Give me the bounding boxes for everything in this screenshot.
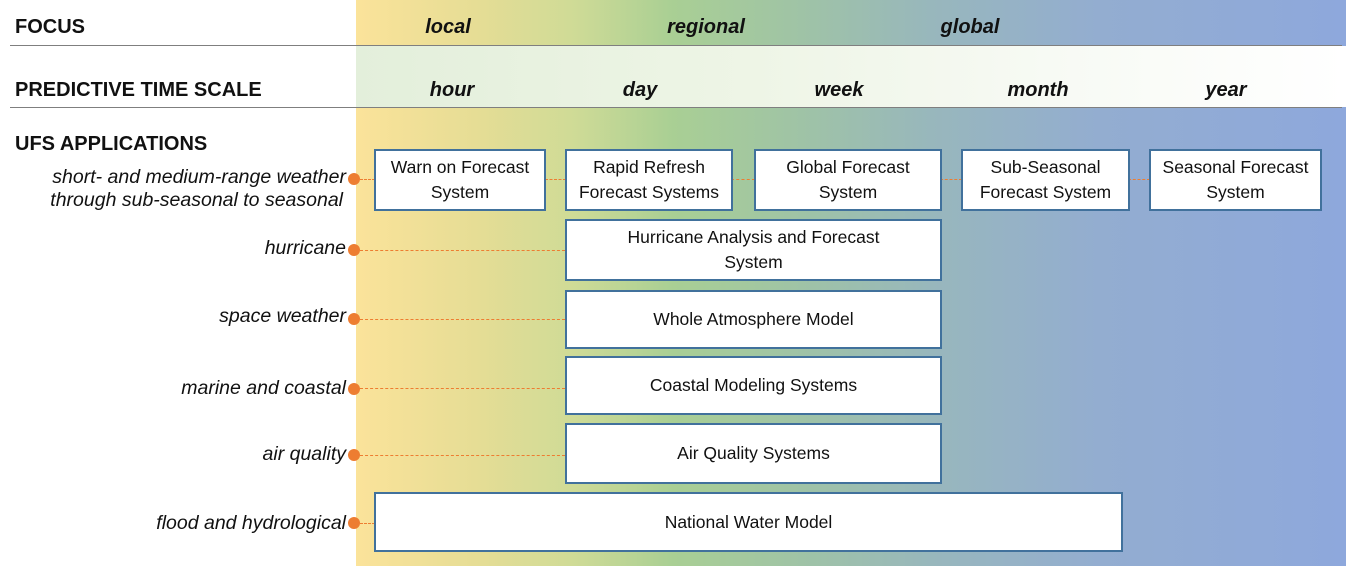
- connector-line: [545, 179, 566, 180]
- connector-line: [360, 179, 375, 180]
- system-box-whole-atmosphere: Whole Atmosphere Model: [565, 290, 942, 349]
- connector-line: [940, 179, 962, 180]
- time-month: month: [1007, 79, 1069, 101]
- connector-dot: [348, 383, 360, 395]
- connector-line: [360, 388, 565, 389]
- connector-dot: [348, 449, 360, 461]
- category-weather-line1: short- and medium-range weather: [52, 166, 346, 188]
- focus-local: local: [425, 16, 471, 38]
- connector-line: [360, 523, 375, 524]
- category-weather: short- and medium-range weather through …: [50, 166, 346, 212]
- category-weather-line2: through sub-seasonal to seasonal: [50, 189, 343, 211]
- category-air-quality: air quality: [262, 443, 346, 465]
- connector-dot: [348, 173, 360, 185]
- connector-dot: [348, 244, 360, 256]
- connector-line: [360, 250, 565, 251]
- system-box-air-quality: Air Quality Systems: [565, 423, 942, 484]
- system-box-national-water-model: National Water Model: [374, 492, 1123, 552]
- category-flood-hydrological: flood and hydrological: [156, 512, 346, 534]
- system-box-coastal-modeling: Coastal Modeling Systems: [565, 356, 942, 415]
- connector-line: [731, 179, 755, 180]
- time-scale-label: PREDICTIVE TIME SCALE: [15, 79, 262, 101]
- focus-regional: regional: [667, 16, 745, 38]
- system-box-warn-on-forecast: Warn on Forecast System: [374, 149, 546, 211]
- time-day: day: [622, 79, 658, 101]
- system-box-seasonal: Seasonal Forecast System: [1149, 149, 1322, 211]
- system-box-global-forecast: Global Forecast System: [754, 149, 942, 211]
- focus-label: FOCUS: [15, 16, 85, 38]
- system-box-sub-seasonal: Sub-Seasonal Forecast System: [961, 149, 1130, 211]
- connector-line: [360, 455, 565, 456]
- connector-line: [360, 319, 565, 320]
- focus-divider: [10, 45, 1342, 46]
- applications-label: UFS APPLICATIONS: [15, 133, 208, 155]
- connector-line: [1128, 179, 1150, 180]
- time-scale-band: [356, 46, 1346, 107]
- category-hurricane: hurricane: [264, 237, 346, 259]
- system-box-hurricane-analysis: Hurricane Analysis and Forecast System: [565, 219, 942, 281]
- category-space-weather: space weather: [219, 305, 346, 327]
- system-box-rapid-refresh: Rapid Refresh Forecast Systems: [565, 149, 733, 211]
- time-week: week: [814, 79, 864, 101]
- time-year: year: [1205, 79, 1247, 101]
- focus-global: global: [940, 16, 1000, 38]
- time-hour: hour: [429, 79, 475, 101]
- time-scale-divider: [10, 107, 1342, 108]
- connector-dot: [348, 313, 360, 325]
- category-marine-coastal: marine and coastal: [181, 377, 346, 399]
- connector-dot: [348, 517, 360, 529]
